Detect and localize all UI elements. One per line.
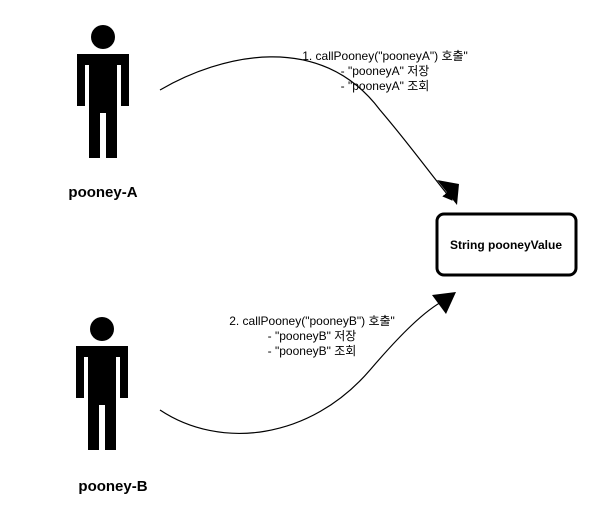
call-1-line-3: - "pooneyA" 조회: [341, 79, 430, 93]
arrowhead-1: [437, 180, 459, 205]
call-2-line-3: - "pooneyB" 조회: [268, 344, 357, 358]
value-box: String pooneyValue: [435, 212, 578, 277]
value-box-rect: [435, 212, 578, 277]
actor-b-label: pooney-B: [78, 478, 147, 495]
call-note-2: 2. callPooney("pooneyB") 호출" - "pooneyB"…: [229, 314, 395, 358]
arrowhead-2: [432, 292, 456, 314]
call-arrow-1: [159, 56, 453, 201]
call-arrow-2: [159, 299, 446, 434]
actor-pooney-b: pooney-B: [76, 317, 148, 495]
person-icon: [76, 317, 128, 450]
value-box-label: String pooneyValue: [450, 238, 562, 252]
actor-pooney-a: pooney-A: [68, 25, 138, 201]
call-1-line-2: - "pooneyA" 저장: [341, 64, 430, 78]
call-1-line-1: 1. callPooney("pooneyA") 호출": [302, 49, 468, 63]
person-icon: [77, 25, 129, 158]
call-note-1: 1. callPooney("pooneyA") 호출" - "pooneyA"…: [302, 49, 468, 93]
call-2-line-2: - "pooneyB" 저장: [268, 329, 357, 343]
actor-a-label: pooney-A: [68, 184, 137, 201]
call-2-line-1: 2. callPooney("pooneyB") 호출": [229, 314, 395, 328]
